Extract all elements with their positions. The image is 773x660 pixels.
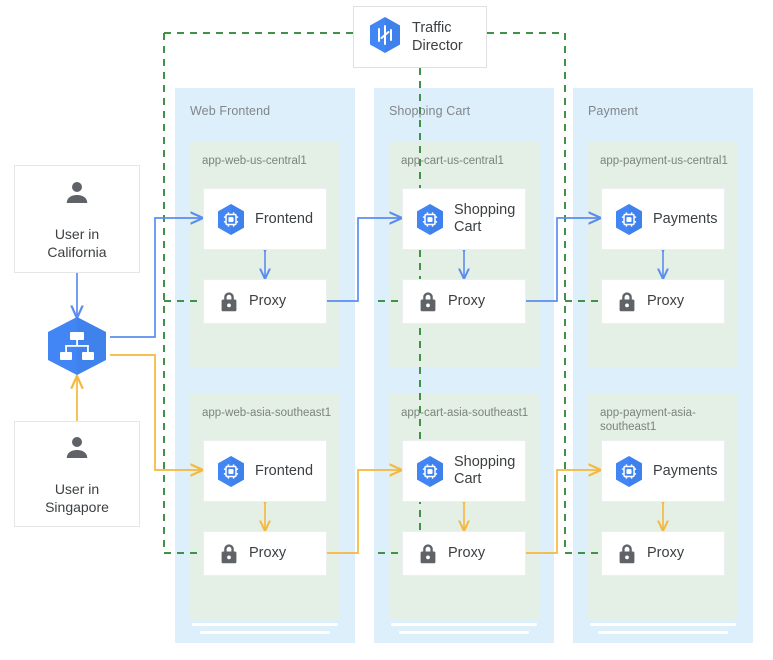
lock-icon [417,542,439,566]
proxy-label: Proxy [249,545,287,561]
column-title-payment: Payment [588,104,639,118]
lock-icon [218,542,240,566]
service-label: Frontend [255,462,314,479]
region-title-app-web-us-central1: app-web-us-central1 [202,155,307,167]
proxy-node-cart-asia-southeast1[interactable]: Proxy [402,531,526,576]
proxy-node-payment-us-central1[interactable]: Proxy [601,279,725,324]
service-hexagon-icon [415,455,445,488]
proxy-label: Proxy [448,545,486,561]
proxy-node-web-asia-southeast1[interactable]: Proxy [203,531,327,576]
traffic-director-label: Traffic Director [412,20,463,54]
region-title-app-cart-asia-southeast1: app-cart-asia-southeast1 [401,407,529,419]
service-hexagon-icon [216,455,246,488]
service-node-payments-us-central1[interactable]: Payments [601,188,725,250]
region-title-app-payment-asia-southeast1: app-payment-asia-southeast1 [600,407,696,433]
panel-stripe [391,623,537,626]
proxy-node-payment-asia-southeast1[interactable]: Proxy [601,531,725,576]
load-balancer-node[interactable] [44,316,110,376]
service-hexagon-icon [415,203,445,236]
region-title-app-web-asia-southeast1: app-web-asia-southeast1 [202,407,332,419]
service-hexagon-icon [216,203,246,236]
load-balancer-icon [48,317,106,375]
user-icon [62,178,92,213]
proxy-label: Proxy [647,545,685,561]
proxy-label: Proxy [448,293,486,309]
region-panel-app-cart-asia-southeast1 [389,394,539,619]
panel-stripe [200,631,330,634]
region-panel-app-cart-us-central1 [389,142,539,367]
panel-stripe [192,623,338,626]
panel-stripe [598,631,728,634]
region-panel-app-web-asia-southeast1 [190,394,340,619]
region-panel-app-payment-us-central1 [588,142,738,367]
traffic-director-icon [368,16,402,59]
proxy-label: Proxy [647,293,685,309]
column-title-shopping-cart: Shopping Cart [389,104,471,118]
traffic-director-node[interactable]: Traffic Director [353,6,487,68]
service-hexagon-icon [614,203,644,236]
column-title-web-frontend: Web Frontend [190,104,271,118]
proxy-node-cart-us-central1[interactable]: Proxy [402,279,526,324]
proxy-node-web-us-central1[interactable]: Proxy [203,279,327,324]
lock-icon [417,290,439,314]
region-panel-app-web-us-central1 [190,142,340,367]
service-hexagon-icon [614,455,644,488]
service-label: Frontend [255,210,314,227]
service-label: Payments [653,210,718,227]
lock-icon [218,290,240,314]
region-title-app-payment-us-central1: app-payment-us-central1 [600,155,728,167]
proxy-label: Proxy [249,293,287,309]
service-node-frontend-us-central1[interactable]: Frontend [203,188,327,250]
service-node-frontend-asia-southeast1[interactable]: Frontend [203,440,327,502]
service-node-payments-asia-southeast1[interactable]: Payments [601,440,725,502]
user-icon [62,433,92,468]
panel-stripe [590,623,736,626]
service-label: Payments [653,462,718,479]
lock-icon [616,290,638,314]
lock-icon [616,542,638,566]
region-title-app-cart-us-central1: app-cart-us-central1 [401,155,504,167]
panel-stripe [399,631,529,634]
